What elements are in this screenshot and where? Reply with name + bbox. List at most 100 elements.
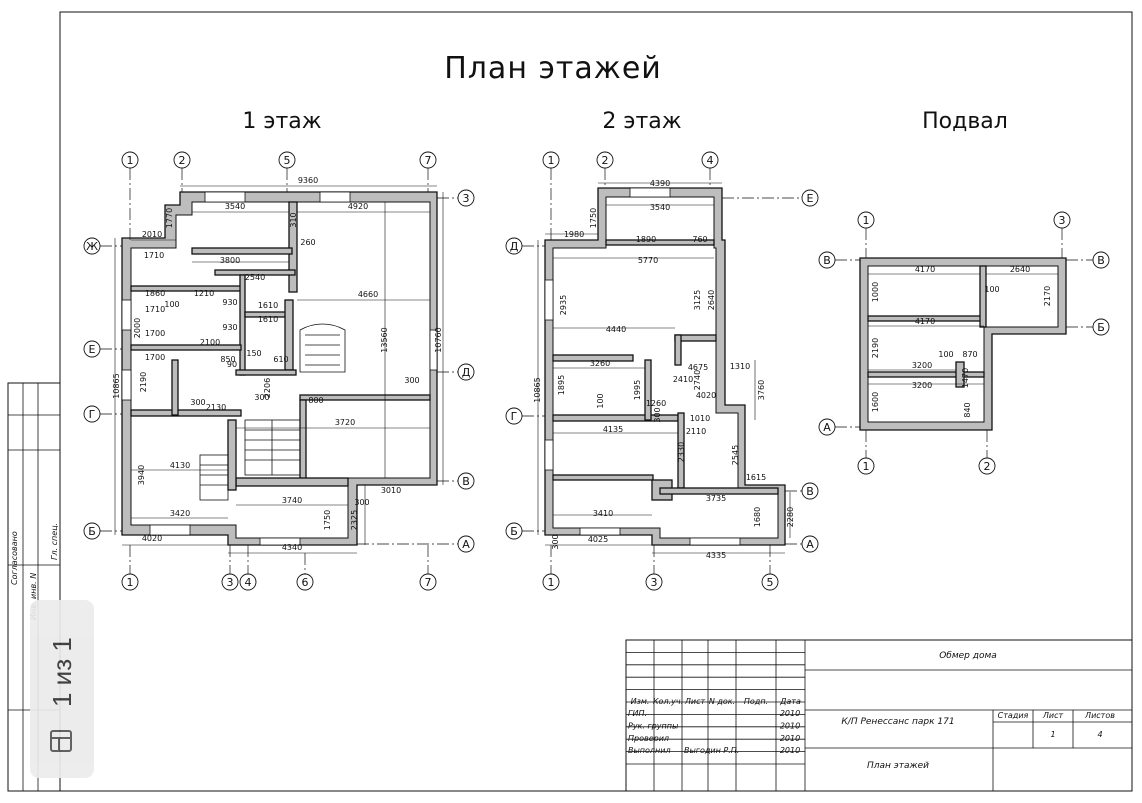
dimension-label: 2540 xyxy=(245,273,265,282)
b-axis-bottom-bubble xyxy=(978,457,996,475)
dimension-label: 1980 xyxy=(564,230,584,239)
dimension-label: 4135 xyxy=(603,425,623,434)
dimension-label: 1890 xyxy=(636,235,656,244)
dimension-label: 1610 xyxy=(258,301,278,310)
dimension-label: 3540 xyxy=(225,202,245,211)
dimension-label: 1310 xyxy=(730,362,750,371)
f2-axis-left-label: Г xyxy=(511,410,518,423)
f1-axis-right-label: Д xyxy=(462,366,471,379)
agreed-label: Согласовано xyxy=(10,531,19,585)
f2-axis-top-bubble xyxy=(596,151,614,169)
f2-axis-bottom-bubble xyxy=(761,573,779,591)
page-indicator[interactable]: 1 из 1 xyxy=(30,600,94,778)
dimension-label: 3940 xyxy=(137,465,146,485)
dimension-label: 1895 xyxy=(557,375,566,395)
f2-axis-left-bubble xyxy=(505,522,523,540)
dimension-label: 800 xyxy=(308,396,323,405)
f2-axis-bottom-label: 1 xyxy=(548,576,555,589)
b-axis-left-bubble xyxy=(818,251,836,269)
dimension-label: 1860 xyxy=(145,289,165,298)
f1-axis-bottom-label: 4 xyxy=(245,576,252,589)
dimension-label: 3410 xyxy=(593,509,613,518)
dimension-label: 4025 xyxy=(588,535,608,544)
dimension-label: 4170 xyxy=(915,317,935,326)
f1-axis-left-bubble xyxy=(83,237,101,255)
f2-axis-bottom-label: 3 xyxy=(651,576,658,589)
dimension-label: 1600 xyxy=(871,392,880,412)
stamp-date: 2010 xyxy=(780,734,800,743)
stamp-header-cell: N док. xyxy=(709,697,735,706)
f1-axis-right-label: В xyxy=(462,475,470,488)
f1-axis-left-bubble xyxy=(83,405,101,423)
dimension-label: 1700 xyxy=(145,353,165,362)
dimension-label: 2740 xyxy=(693,370,702,390)
drawing-title: План этажей xyxy=(444,51,662,86)
dimension-label: 1470 xyxy=(961,368,970,388)
stamp-role: Выполнил xyxy=(628,746,671,755)
dimension-label: 300 xyxy=(653,407,662,422)
b-axis-top-label: 3 xyxy=(1059,214,1066,227)
f1-axis-bottom-label: 3 xyxy=(227,576,234,589)
dimension-label: 4130 xyxy=(170,461,190,470)
f1-axis-bottom-bubble xyxy=(221,573,239,591)
f1-axis-bottom-label: 6 xyxy=(302,576,309,589)
dimension-label: 1680 xyxy=(753,507,762,527)
dimension-label: 1710 xyxy=(144,251,164,260)
f1-axis-top-bubble xyxy=(278,151,296,169)
dimension-label: 1000 xyxy=(871,282,880,302)
dimension-label: 1615 xyxy=(746,473,766,482)
dimension-label: 1210 xyxy=(194,289,214,298)
f1-axis-left-bubble xyxy=(83,522,101,540)
dimension-label: 930 xyxy=(222,298,237,307)
f1-axis-left-label: Е xyxy=(89,343,96,356)
dimension-label: 100 xyxy=(984,285,999,294)
f2-axis-top-bubble xyxy=(542,151,560,169)
f1-axis-bottom-bubble xyxy=(239,573,257,591)
page-icon[interactable] xyxy=(50,730,72,752)
stage-label: Стадия xyxy=(998,711,1029,720)
f1-axis-right-bubble xyxy=(457,363,475,381)
dimension-label: 2640 xyxy=(1010,265,1030,274)
f2-axis-bottom-bubble xyxy=(645,573,663,591)
stamp-role: ГИП. xyxy=(628,709,647,718)
dimension-label: 2330 xyxy=(677,442,686,462)
dimension-label: 2000 xyxy=(133,318,142,338)
stamp-header-cell: Изм. xyxy=(631,697,650,706)
stamp-role: Проверил xyxy=(628,734,669,743)
dimension-label: 3125 xyxy=(693,290,702,310)
stamp-date: 2010 xyxy=(780,746,800,755)
f1-axis-bottom-bubble xyxy=(296,573,314,591)
dimension-label: 3420 xyxy=(170,509,190,518)
dimension-label: 3760 xyxy=(757,380,766,400)
stamp-header-cell: Кол.уч. xyxy=(653,697,683,706)
dimension-label: 840 xyxy=(963,402,972,417)
b-axis-bottom-bubble xyxy=(857,457,875,475)
dimension-label: 1770 xyxy=(165,208,174,228)
f1-axis-top-bubble xyxy=(121,151,139,169)
dimension-label: 3200 xyxy=(912,381,932,390)
f2-axis-right-label: В xyxy=(806,485,814,498)
page-indicator-text: 1 из 1 xyxy=(47,637,77,707)
stamp-header-cell: Дата xyxy=(779,697,801,706)
sheets-value: 4 xyxy=(1097,730,1102,739)
f1-axis-right-bubble xyxy=(457,472,475,490)
f2-axis-bottom-bubble xyxy=(542,573,560,591)
dimension-label: 5770 xyxy=(638,256,658,265)
dimension-label: 10865 xyxy=(112,373,121,398)
b-axis-bottom-label: 1 xyxy=(863,460,870,473)
dimension-label: 2206 xyxy=(263,378,272,398)
f2-axis-top-label: 4 xyxy=(707,154,714,167)
f1-axis-top-label: 2 xyxy=(179,154,186,167)
dimension-label: 4020 xyxy=(142,534,162,543)
b-axis-top-bubble xyxy=(1053,211,1071,229)
dimension-label: 4920 xyxy=(348,202,368,211)
b-axis-left-label: А xyxy=(823,421,831,434)
b-axis-left-label: В xyxy=(823,254,831,267)
sheet-label: Лист xyxy=(1042,711,1064,720)
dimension-label: 4340 xyxy=(282,543,302,552)
dimension-label: 300 xyxy=(551,534,560,549)
stamp-header-cell: Подп. xyxy=(744,697,768,706)
sheets-label: Листов xyxy=(1084,711,1115,720)
